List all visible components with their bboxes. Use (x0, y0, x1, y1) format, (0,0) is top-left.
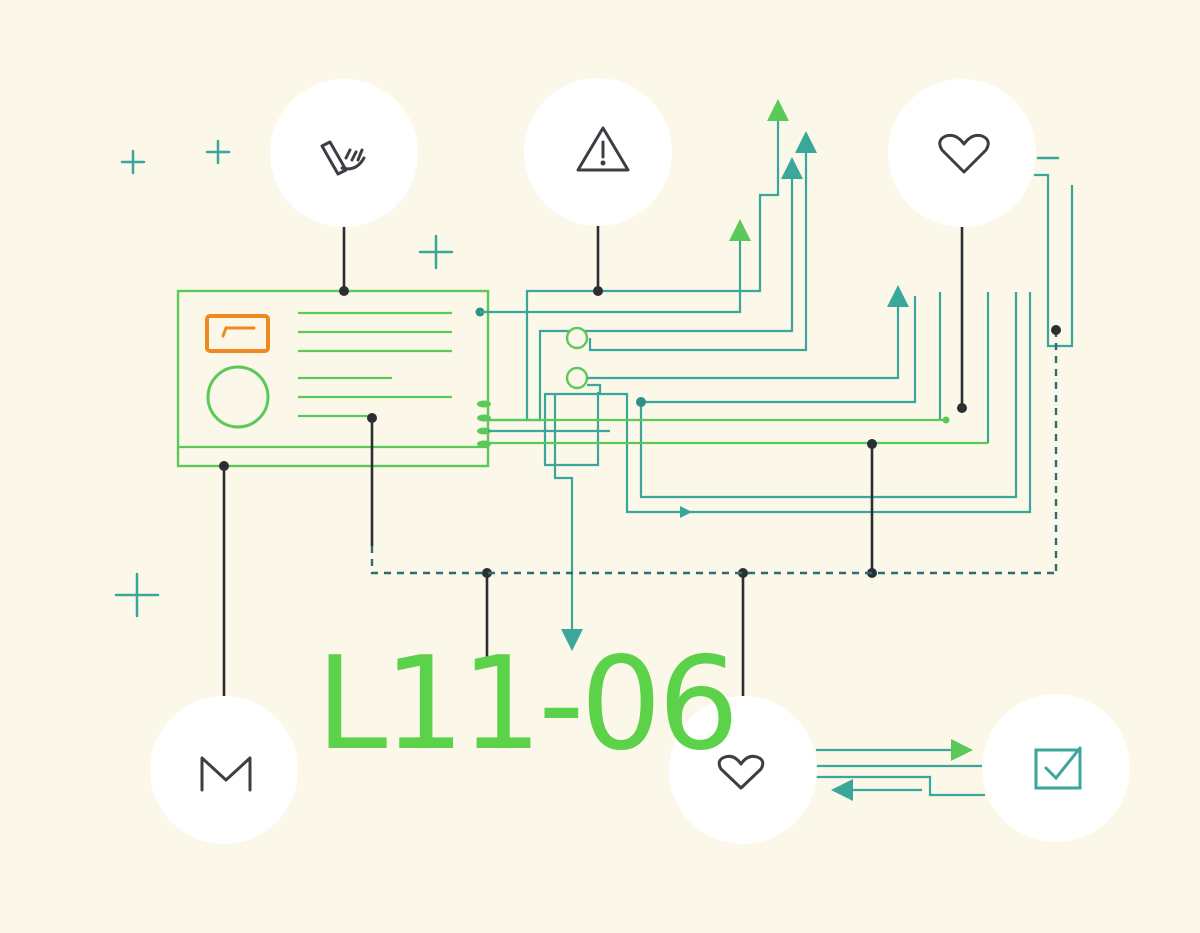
device-panel (176, 289, 491, 468)
status-indicator (205, 314, 270, 353)
node-top-right[interactable] (888, 79, 1036, 227)
bottom-connector-arrows (816, 739, 985, 801)
signal-wires (480, 99, 1074, 651)
node-bottom-left[interactable] (150, 696, 298, 844)
decorative-plus-signs (114, 139, 1060, 618)
dial-indicator (206, 365, 270, 429)
heart-icon (717, 754, 765, 790)
satellite-dish-icon (320, 140, 366, 176)
node-top-middle[interactable] (524, 78, 672, 226)
leader-lines (219, 212, 1061, 712)
warning-triangle-icon (576, 126, 630, 172)
diagram-label: L11-06 (316, 630, 735, 779)
checkbox-icon (1034, 746, 1082, 790)
mail-icon (200, 756, 252, 792)
node-top-left[interactable] (270, 79, 418, 227)
heart-icon (938, 133, 990, 174)
node-bottom-middle[interactable] (669, 696, 817, 844)
node-bottom-right[interactable] (982, 694, 1130, 842)
